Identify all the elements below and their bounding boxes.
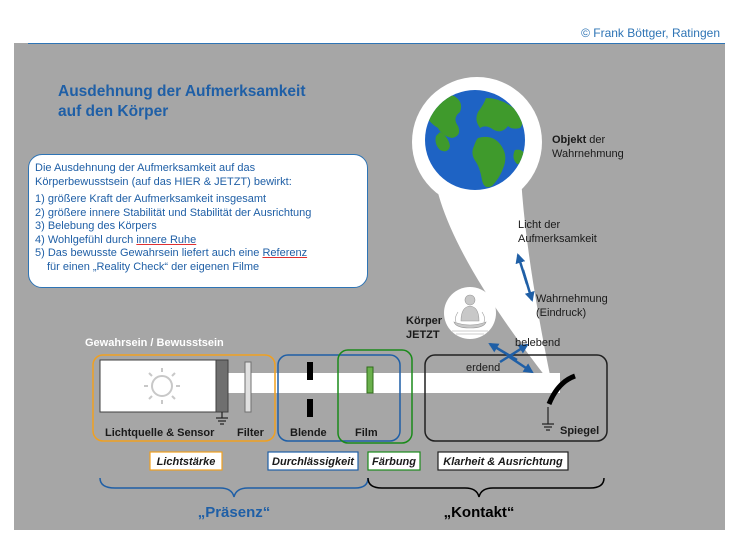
belebend-label: belebend [515, 337, 560, 349]
mirror-group-box [424, 354, 608, 442]
contact-label: „Kontakt“ [444, 504, 515, 521]
mirror-label: Spiegel [560, 425, 599, 437]
title-line-1: Ausdehnung der Aufmerksamkeit [58, 83, 306, 100]
mirror-ground-icon [542, 407, 554, 431]
light-source-label: Lichtquelle & Sensor [105, 427, 215, 439]
effect-item-4: 4) Wohlgefühl durch innere Ruhe [35, 234, 359, 248]
presence-brace [99, 477, 369, 498]
body-now-label-2: JETZT [406, 329, 440, 341]
coloring-label: Färbung [372, 456, 416, 468]
film-label: Film [355, 427, 378, 439]
effect-item-1: 1) größere Kraft der Aufmerksamkeit insg… [35, 193, 267, 205]
aperture-bottom [307, 399, 313, 417]
header-rule [28, 43, 725, 44]
body-now-label: Körper [406, 315, 443, 327]
intro-line-2: Körperbewusstsein (auf das HIER & JETZT)… [35, 175, 292, 188]
erdend-arrow-down [507, 354, 534, 374]
light-beam-bar [215, 373, 560, 393]
inner-peace-term: innere Ruhe [136, 233, 197, 246]
permeability-label: Durchlässigkeit [272, 456, 355, 468]
erdend-label: erdend [466, 362, 500, 374]
effect-item-3: 3) Belebung des Körpers [35, 220, 157, 232]
earth-globe-icon [425, 90, 525, 190]
light-source-box [99, 359, 219, 413]
object-label-line2: Wahrnehmung [552, 148, 624, 160]
copyright: © Frank Böttger, Ratingen [581, 26, 720, 40]
effect-item-5: 5) Das bewusste Gewahrsein liefert auch … [35, 247, 359, 261]
filter-label: Filter [237, 427, 265, 439]
filter-element [244, 361, 252, 413]
mirror-arc [546, 373, 576, 405]
meditation-figure-icon [452, 294, 488, 335]
film-element [366, 366, 374, 394]
permeability-box [267, 451, 359, 471]
contact-brace [367, 477, 605, 498]
sun-icon [144, 368, 180, 404]
aperture-label: Blende [290, 427, 327, 439]
effect-item-5-text: 5) Das bewusste Gewahrsein liefert auch … [35, 247, 263, 259]
luminosity-box [149, 451, 223, 471]
luminosity-label: Lichtstärke [157, 456, 216, 468]
coloring-box [367, 451, 421, 471]
clarity-box [437, 451, 569, 471]
perception-label-2: (Eindruck) [536, 307, 586, 319]
textbox-intro: Die Ausdehnung der Aufmerksamkeit auf da… [35, 162, 359, 189]
effects-textbox: Die Ausdehnung der Aufmerksamkeit auf da… [28, 154, 368, 288]
effect-item-2: 2) größere innere Stabilität und Stabili… [35, 206, 312, 219]
object-label: Objekt der [552, 134, 606, 146]
clarity-label: Klarheit & Ausrichtung [443, 456, 563, 468]
aperture-top [307, 362, 313, 380]
page-title: Ausdehnung der Aufmerksamkeit auf den Kö… [58, 82, 305, 122]
presence-label: „Präsenz“ [198, 504, 271, 521]
film-group-box [337, 349, 413, 444]
awareness-label: Gewahrsein / Bewusstsein [85, 337, 224, 349]
perception-label: Wahrnehmung [536, 293, 608, 305]
title-line-2: auf den Körper [58, 103, 169, 120]
source-group-box [92, 354, 276, 442]
intro-line-1: Die Ausdehnung der Aufmerksamkeit auf da… [35, 162, 256, 174]
effect-item-4-text: 4) Wohlgefühl durch [35, 233, 137, 246]
effect-item-5-line-2: für einen „Reality Check“ der eigenen Fi… [47, 260, 260, 273]
sensor-block [215, 359, 229, 413]
perception-arrow [521, 269, 535, 302]
erdend-arrow [488, 342, 518, 362]
attention-light-label-2: Aufmerksamkeit [518, 233, 597, 245]
reference-term: Referenz [262, 247, 308, 259]
belebend-arrow [499, 343, 529, 364]
attention-light-label: Licht der [518, 219, 561, 231]
ground-symbol-icon [216, 412, 228, 425]
